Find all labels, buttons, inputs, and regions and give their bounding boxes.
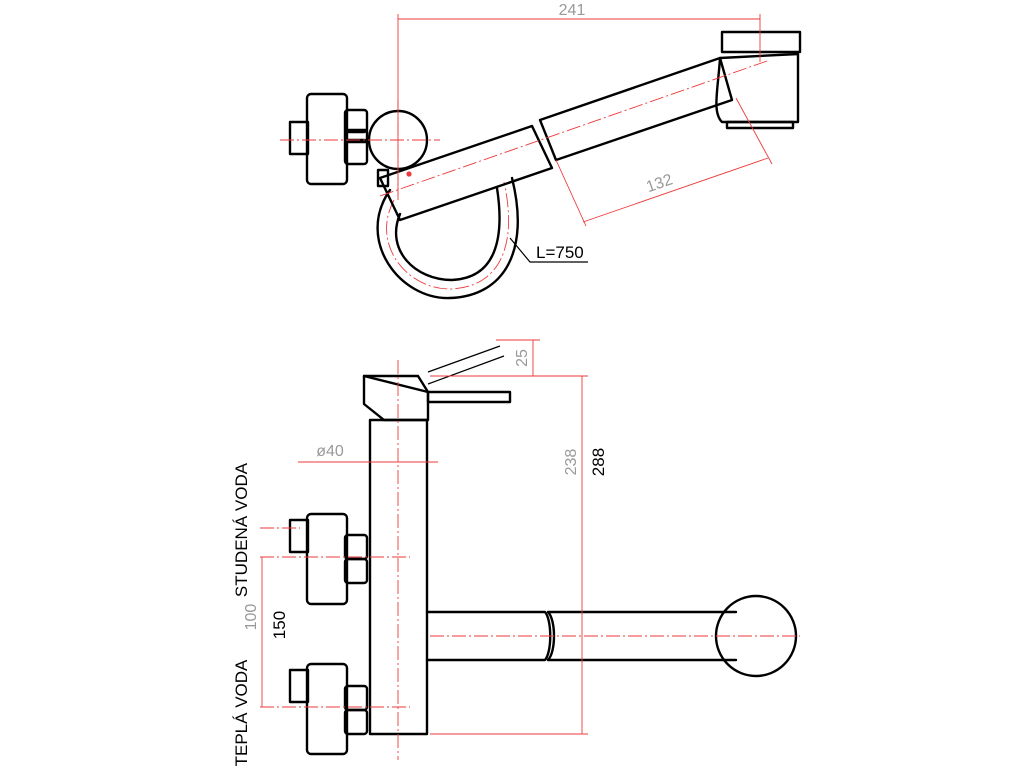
top-hose-leader [509,237,588,263]
top-dim-132-line [582,157,769,223]
side-cold-water-label: STUDENÁ VODA [232,462,251,597]
top-spout-cap [720,30,802,54]
top-wall-flange [305,92,349,186]
side-hot-stub [288,668,310,704]
side-lever [426,390,512,404]
top-spout-axis [379,59,771,197]
side-body [368,418,429,736]
side-head-line [362,374,430,394]
top-nut-mid [343,128,369,144]
side-dim-100-label: 100 [243,604,260,631]
top-spout-arm-outer [538,56,734,162]
top-nut-lower [343,138,369,166]
top-wall-stub [288,120,310,156]
top-dim-241-label: 241 [559,2,586,19]
side-view: 25 238 288 ø40 100 150 STUDENÁ VODA TEPL… [232,339,800,766]
side-head [362,374,430,422]
side-dim-288-label: 288 [589,448,608,476]
side-dim-238-label: 238 [563,449,580,476]
side-hot-nut-a [343,684,369,712]
side-hot-water-label: TEPLÁ VODA [232,659,251,766]
top-dim-132-ext-left [555,159,587,227]
side-cold-nut-b [343,557,369,585]
side-lever-raised-2 [427,355,505,385]
top-hose-loop-inner [394,186,501,282]
side-cold-stub [288,518,310,554]
side-hot-flange [305,662,349,756]
top-dim-132-label: 132 [644,171,675,196]
side-cold-nut-a [343,533,369,561]
top-hose-loop [376,176,519,300]
side-dim-150-label: 150 [270,611,289,639]
side-dim-25-label: 25 [514,349,531,367]
side-hot-nut-b [343,708,369,736]
side-dim-40-label: ø40 [316,443,344,460]
side-lever-raised [427,345,501,373]
top-view: 241 132 L=750 [280,2,802,300]
top-spout-arm-inner [378,124,554,222]
top-nut-upper [343,108,369,134]
top-spout-outlet [725,120,795,130]
top-dim-132-ext-right [735,97,773,165]
side-cold-flange [305,512,349,606]
top-hose-axis [386,181,510,290]
top-hose-length-label: L=750 [536,243,584,262]
top-spout-collar [376,168,390,188]
top-ball-center [406,171,412,177]
